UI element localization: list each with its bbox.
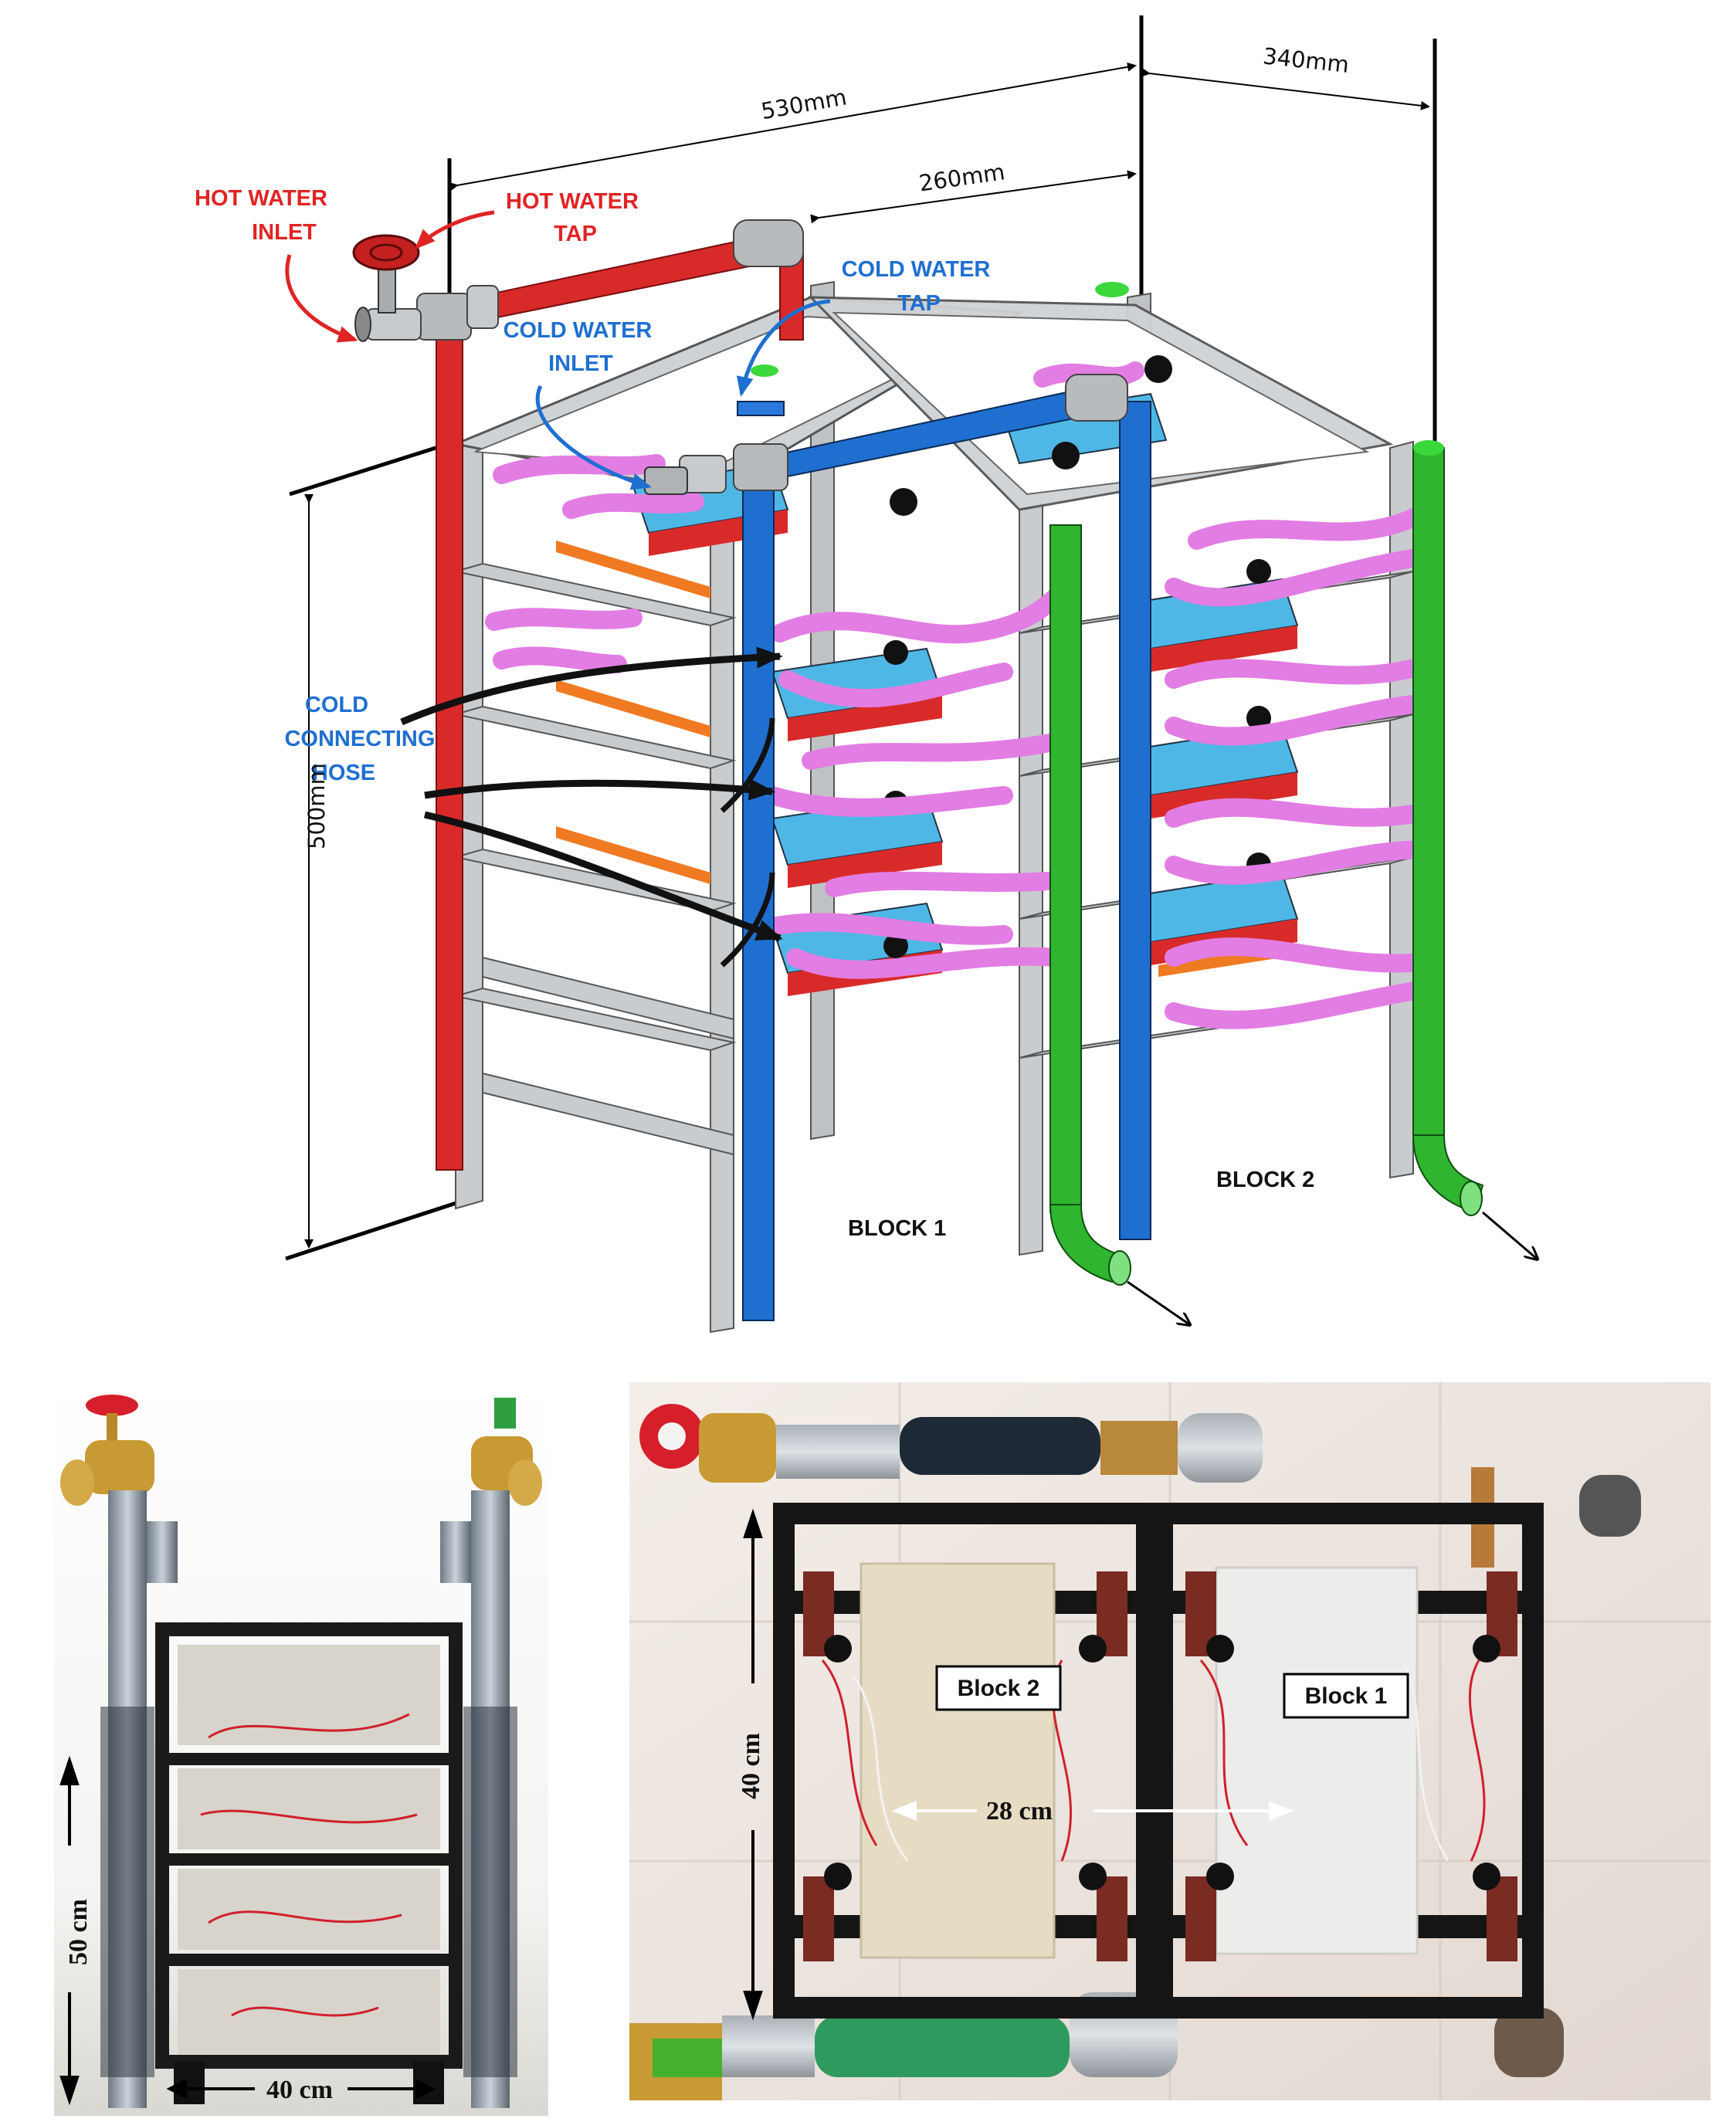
dimension-lines (285, 15, 1437, 1261)
outflow-arrows (1127, 1211, 1537, 1324)
outlet-pipes (751, 282, 1484, 1286)
photo-left-dimensions (59, 1755, 436, 2106)
connecting-hoses (485, 361, 1438, 1029)
hot-water-inlet-label: HOT WATER INLET (195, 186, 334, 245)
hot-water-tap-label: HOT WATER TAP (506, 189, 645, 246)
block-1-tag-box (1283, 1673, 1409, 1719)
photo-right-dimensions (743, 1508, 1294, 2021)
cold-tap-photo (471, 1398, 542, 1506)
photo-side-view: 50 cm 40 cm (54, 1382, 548, 2116)
cad-diagram: HOT WATER INLET HOT WATER TAP COLD WATER… (195, 15, 1736, 1334)
cold-water-pipe (644, 374, 1151, 1321)
frames-photo (773, 1503, 1544, 2019)
photo-block-2-label: Block 2 (958, 1676, 1040, 1701)
photo-block-1-label: Block 1 (1305, 1683, 1388, 1709)
cold-water-tap-label: COLD WATER TAP (842, 257, 997, 316)
block-2-label: BLOCK 2 (1216, 1168, 1314, 1192)
block-2-tag-box (935, 1665, 1062, 1711)
cold-connecting-hose-label: COLD CONNECTING HOSE (284, 693, 441, 785)
photo-right-width-label: 28 cm (986, 1797, 1053, 1825)
photo-left-width-label: 40 cm (266, 2076, 333, 2104)
cold-water-inlet-label: COLD WATER INLET (504, 318, 659, 376)
dimension-500-label: 500mm (303, 763, 330, 849)
label-arrows (285, 210, 831, 968)
dimension-260-label: 260mm (917, 158, 1007, 196)
photo-right-height-label: 40 cm (737, 1733, 765, 1799)
hot-tap-photo (60, 1395, 154, 1506)
dimension-340-label: 340mm (1262, 42, 1351, 78)
block-1-label: BLOCK 1 (848, 1216, 946, 1241)
photo-top-view: 40 cm 28 cm Block 2 Block 1 (629, 1382, 1711, 2100)
photo-left-height-label: 50 cm (64, 1899, 93, 1965)
hot-water-pipe (352, 219, 804, 1171)
